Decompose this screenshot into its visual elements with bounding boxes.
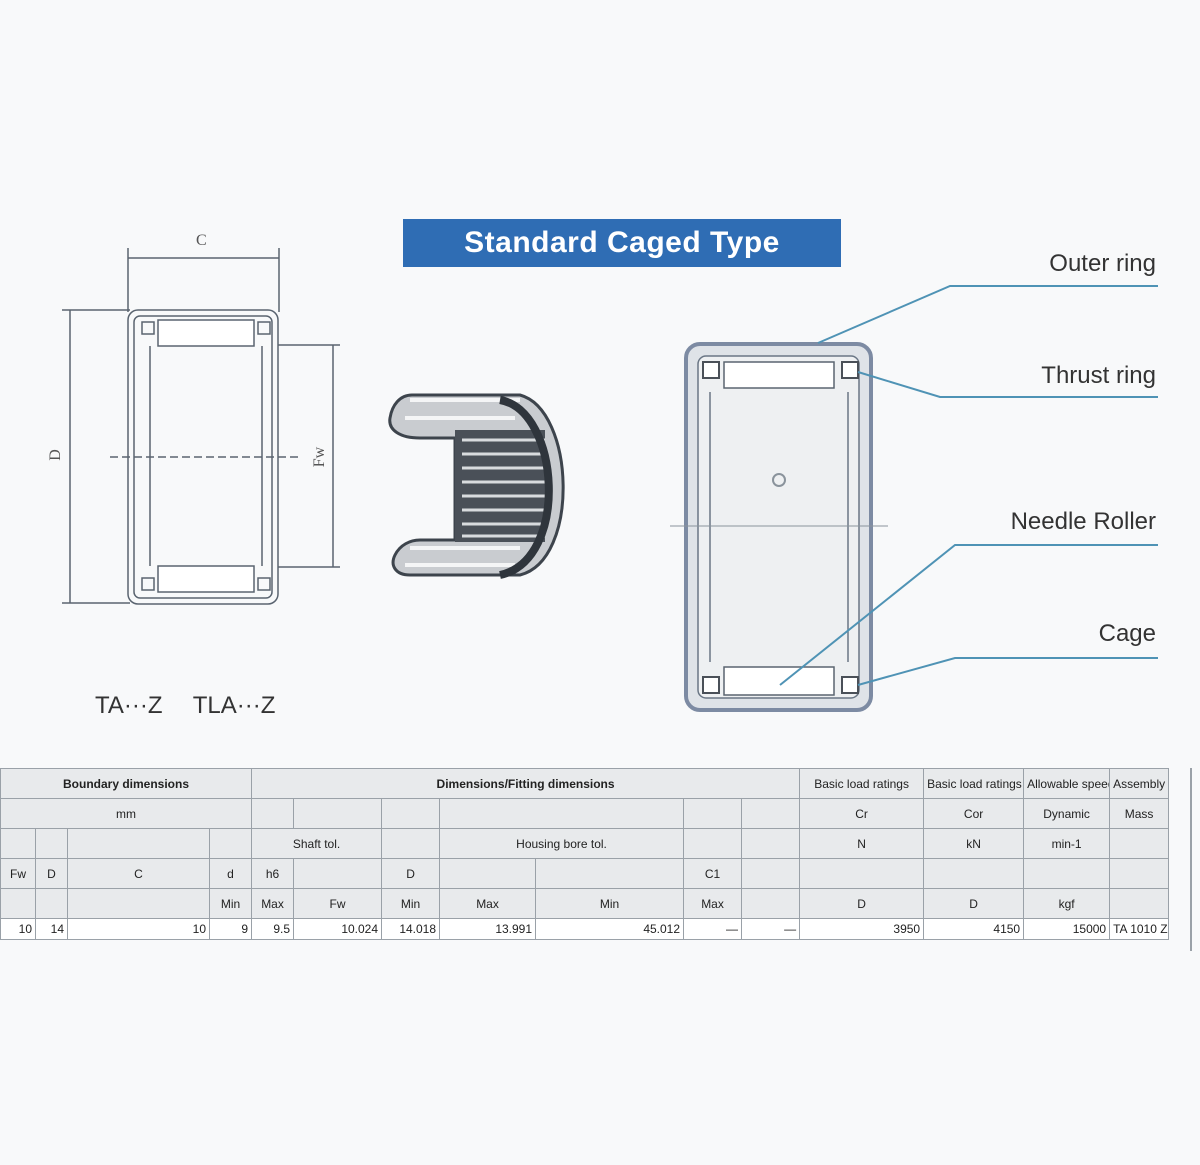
table-cell [381, 828, 441, 859]
table-minmax-row: Min Max Fw Min Max Min Max D D kgf [0, 888, 1170, 919]
table-cell: kgf [1023, 888, 1111, 919]
bearing-3d-illustration [388, 393, 565, 579]
specification-table: Boundary dimensions Dimensions/Fitting d… [0, 768, 1170, 940]
table-cell [35, 828, 68, 859]
table-cell: C1 [683, 858, 743, 889]
table-cell: D [799, 888, 925, 919]
table-cell: 45.012 [535, 918, 685, 940]
table-cell [0, 828, 36, 859]
table-cell: Min [535, 888, 685, 919]
header-assembly: Assembly [1109, 768, 1170, 799]
table-cell: 4150 [923, 918, 1025, 940]
table-cell [293, 798, 383, 829]
table-cell [741, 828, 801, 859]
table-cell: 3950 [799, 918, 925, 940]
table-cell [439, 858, 537, 889]
table-cell: 15000 [1023, 918, 1111, 940]
table-cell: 14.018 [381, 918, 441, 940]
table-row: 10 14 10 9 9.5 10.024 14.018 13.991 45.0… [0, 918, 1170, 940]
title-banner: Standard Caged Type [403, 219, 841, 267]
cross-section-drawing [62, 248, 340, 605]
table-cell [1109, 888, 1170, 919]
table-cell [1109, 828, 1170, 859]
table-subheader-row: Shaft tol. Housing bore tol. N kN min-1 [0, 828, 1170, 859]
table-cell: — [741, 918, 801, 940]
model-tla: TLA···Z [192, 692, 276, 719]
table-cell: Cor [923, 798, 1025, 829]
table-cell: Dynamic [1023, 798, 1111, 829]
table-cell: min-1 [1023, 828, 1111, 859]
dimension-c-label: C [196, 232, 207, 249]
labeled-cross-section [670, 285, 1158, 712]
table-cell [741, 858, 801, 889]
table-cell [381, 798, 441, 829]
table-cell [923, 858, 1025, 889]
table-cell: Housing bore tol. [439, 828, 685, 859]
table-cell: 10 [0, 918, 36, 940]
table-cell: Min [381, 888, 441, 919]
table-cell [251, 798, 295, 829]
table-cell: 9.5 [251, 918, 295, 940]
dimension-d-label: D [46, 449, 64, 461]
table-cell [1109, 858, 1170, 889]
table-cell: Fw [0, 858, 36, 889]
table-header-row: Boundary dimensions Dimensions/Fitting d… [0, 768, 1170, 799]
table-cell [683, 828, 743, 859]
table-cell: Max [439, 888, 537, 919]
model-ta: TA···Z [95, 692, 163, 719]
needle-roller-label: Needle Roller [1010, 508, 1156, 535]
table-cell: D [35, 858, 68, 889]
table-cell: — [683, 918, 743, 940]
table-edge-divider [1190, 768, 1196, 951]
table-cell [741, 888, 801, 919]
table-cell: h6 [251, 858, 295, 889]
table-cell: 10 [67, 918, 210, 940]
header-basic-load-2: Basic load ratings [923, 768, 1025, 799]
model-designations: TA···Z TLA···Z [95, 692, 299, 720]
table-cell [35, 888, 68, 919]
header-boundary-dimensions: Boundary dimensions [0, 768, 253, 799]
table-cell: 13.991 [439, 918, 537, 940]
table-symbol-row: Fw D C d h6 D C1 [0, 858, 1170, 889]
table-cell: C [67, 858, 210, 889]
table-cell: Min [208, 888, 253, 919]
table-cell: 10.024 [293, 918, 383, 940]
table-cell [67, 828, 210, 859]
table-cell: kN [923, 828, 1025, 859]
header-mounting-dimensions: Dimensions/Fitting dimensions [251, 768, 801, 799]
dimension-fw-label: Fw [311, 446, 329, 468]
outer-ring-label: Outer ring [1049, 250, 1156, 277]
table-cell: Fw [293, 888, 383, 919]
table-cell: 14 [35, 918, 68, 940]
table-units-row: mm Cr Cor Dynamic Mass [0, 798, 1170, 829]
cage-label: Cage [1098, 620, 1156, 647]
table-cell [0, 888, 36, 919]
table-cell [439, 798, 685, 829]
table-cell: 9 [208, 918, 253, 940]
table-cell: D [381, 858, 441, 889]
table-cell: Shaft tol. [251, 828, 383, 859]
table-cell [535, 858, 685, 889]
thrust-ring-label: Thrust ring [1041, 362, 1156, 389]
table-cell: Max [683, 888, 743, 919]
table-cell: D [923, 888, 1025, 919]
table-cell [208, 828, 253, 859]
table-cell [741, 798, 801, 829]
table-cell: Max [251, 888, 295, 919]
table-cell [67, 888, 210, 919]
table-cell: d [208, 858, 253, 889]
table-cell: N [799, 828, 925, 859]
header-allowable-speed: Allowable speed [1023, 768, 1111, 799]
table-cell: Mass [1109, 798, 1170, 829]
table-cell [1023, 858, 1111, 889]
header-mm: mm [0, 798, 253, 829]
table-cell [683, 798, 743, 829]
table-cell [293, 858, 383, 889]
table-cell [799, 858, 925, 889]
table-cell: Cr [799, 798, 925, 829]
header-basic-load-1: Basic load ratings [799, 768, 925, 799]
table-cell: TA 1010 Z [1109, 918, 1170, 940]
